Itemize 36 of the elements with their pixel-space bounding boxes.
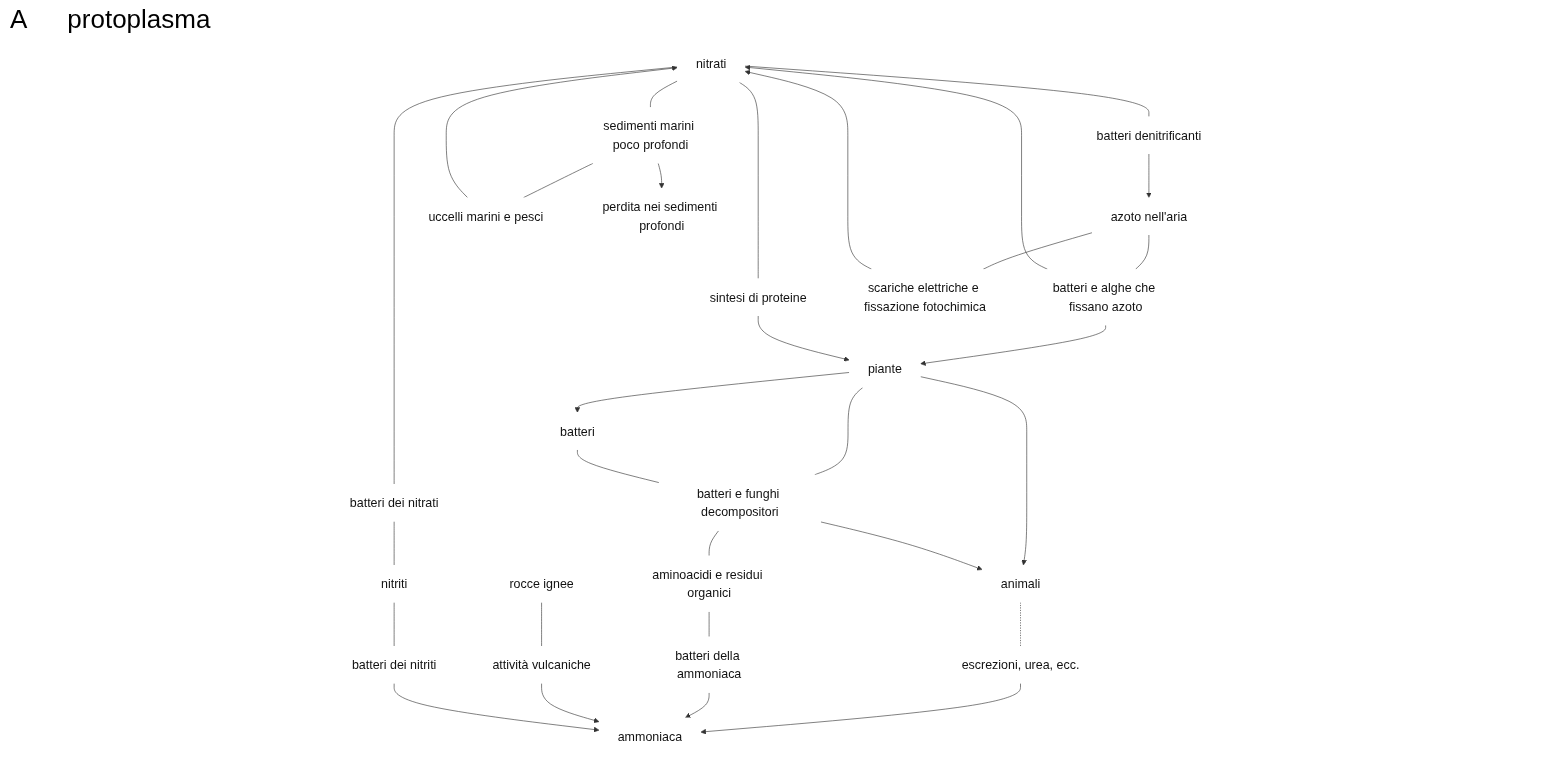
node-text: sintesi di proteine: [709, 290, 807, 305]
node-text: uccelli marini e pesci: [428, 209, 544, 224]
connector: [739, 82, 759, 279]
connector: [1135, 234, 1150, 270]
text-label: protoplasma: [67, 4, 211, 35]
node-text: scariche elettriche e fissazione fotochimica: [864, 281, 986, 314]
node-text: batteri: [560, 424, 595, 438]
node-text: batteri denitrificanti: [1096, 128, 1202, 143]
node-text: azoto nell'aria: [1110, 209, 1188, 224]
node-text: perdita nei sedimenti profondi: [602, 200, 718, 233]
node-text: batteri dei nitriti: [351, 657, 437, 672]
node-text: nitriti: [380, 576, 408, 591]
connector: [577, 449, 660, 483]
connector: [541, 602, 542, 647]
connector: [650, 80, 678, 108]
connector: [1020, 602, 1021, 647]
node-text: batteri e funghi decompositori: [696, 486, 780, 519]
node-text: nitrati: [695, 56, 727, 71]
node-text: ammoniaca: [617, 729, 683, 744]
connector: [523, 163, 594, 198]
connector: [814, 387, 864, 476]
node-text: batteri e alghe che fissano azoto: [1052, 281, 1156, 314]
node-text: sedimenti marini poco profondi: [603, 119, 695, 152]
node-text: piante: [867, 362, 902, 376]
connector: [982, 232, 1093, 270]
node-text: batteri della ammoniaca: [675, 648, 742, 681]
node-text: animali: [1000, 576, 1041, 591]
node-text: rocce ignee: [509, 576, 574, 591]
text-label: A: [10, 4, 28, 35]
node-text: attività vulcaniche: [492, 657, 591, 672]
connector: [708, 530, 719, 556]
node-text: escrezioni, urea, ecc.: [961, 657, 1080, 672]
connector: [393, 66, 678, 485]
node-text: batteri dei nitrati: [349, 495, 439, 510]
connector: [744, 65, 1150, 117]
node-text: aminoacidi e residui organici: [652, 567, 763, 600]
